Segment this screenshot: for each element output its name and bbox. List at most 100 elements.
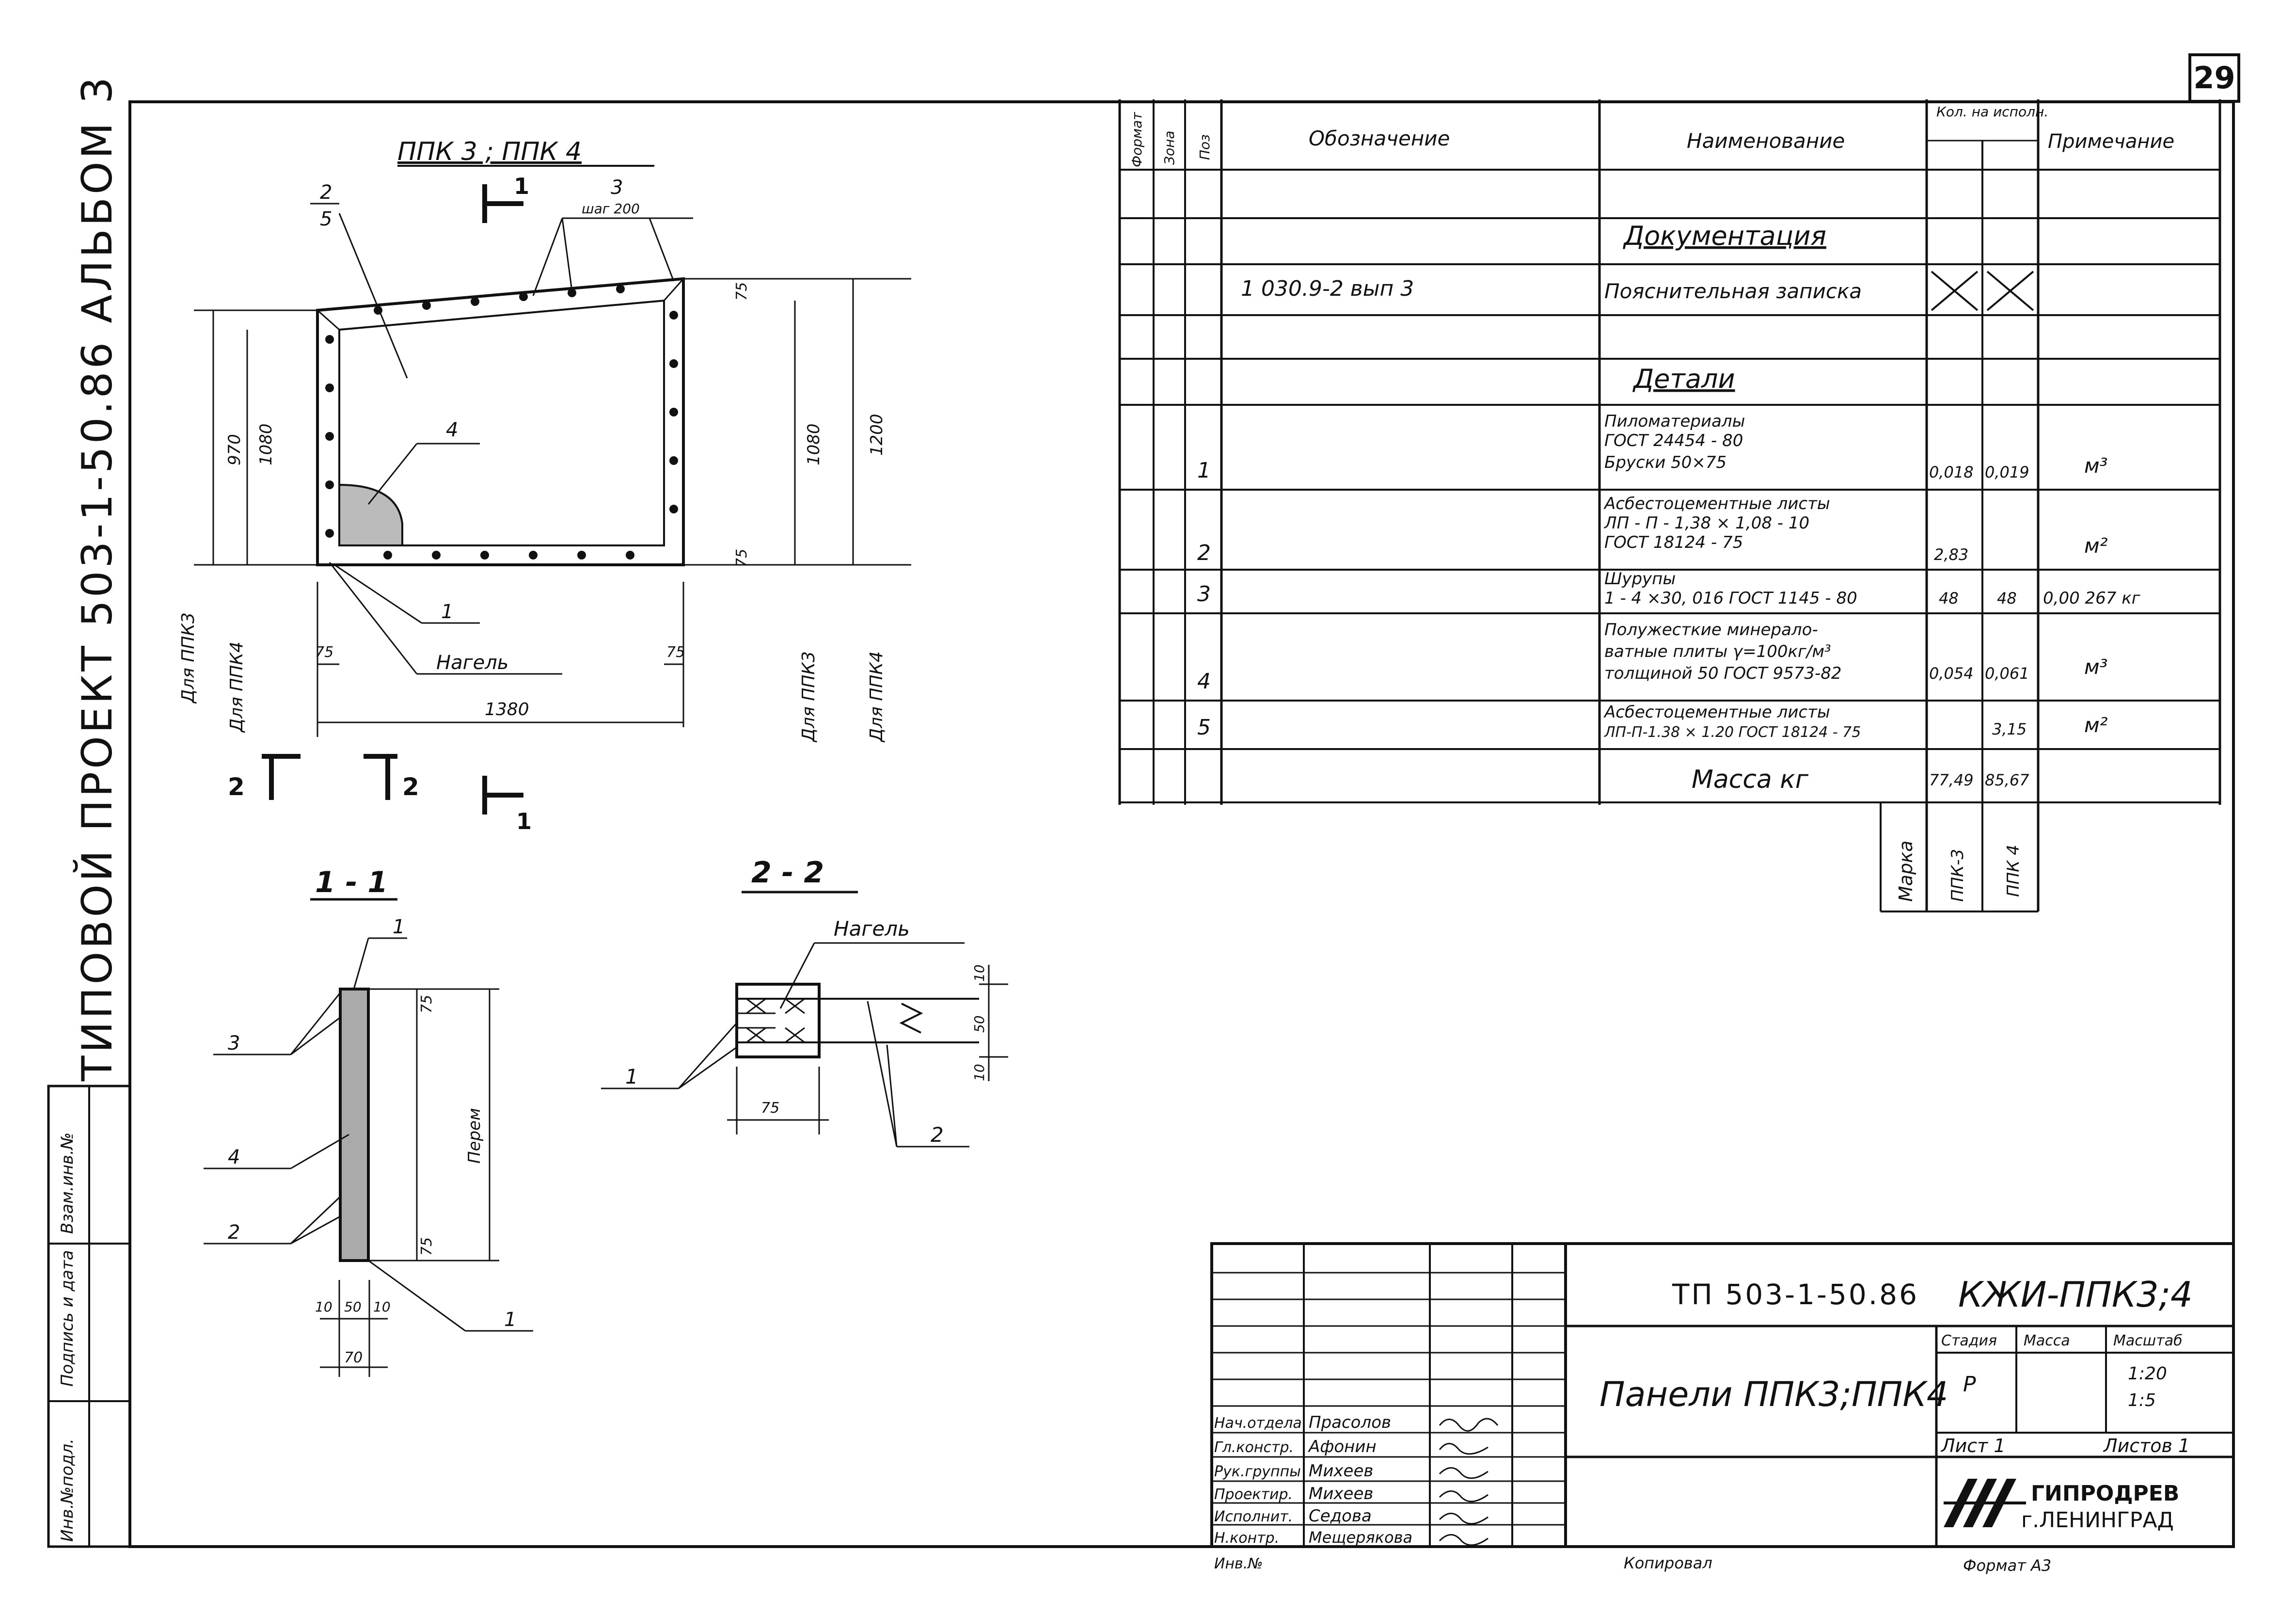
dim-970: 970 bbox=[225, 434, 244, 465]
org-logo bbox=[1944, 1479, 2026, 1527]
binding-replace: Взам.инв.№ bbox=[58, 1133, 77, 1234]
row1-name-1: ГОСТ 24454 - 80 bbox=[1604, 431, 1743, 450]
row1-name-2: Бруски 50×75 bbox=[1604, 453, 1726, 472]
tb-stage-label: Стадия bbox=[1941, 1332, 1997, 1349]
row2-name-1: ЛП - П - 1,38 × 1,08 - 10 bbox=[1603, 513, 1809, 533]
frame bbox=[128, 100, 2235, 1548]
section-2-2-title: 2 - 2 bbox=[751, 856, 824, 890]
footer-inv: Инв.№ bbox=[1214, 1555, 1263, 1572]
row4-pos: 4 bbox=[1197, 669, 1211, 694]
hdr-zone: Зона bbox=[1161, 130, 1177, 165]
s22-label-2: 2 bbox=[931, 1123, 944, 1147]
label-nagel: Нагель bbox=[436, 652, 508, 674]
row1-pos: 1 bbox=[1197, 458, 1211, 483]
mass-label: Масса кг bbox=[1692, 765, 1809, 794]
row5-name-1: ЛП-П-1.38 × 1.20 ГОСТ 18124 - 75 bbox=[1604, 724, 1861, 741]
binding-sign: Подпись и дата bbox=[58, 1250, 77, 1387]
person-2: Михеев bbox=[1309, 1461, 1373, 1481]
row5-note: м² bbox=[2084, 713, 2108, 737]
row3-name-1: 1 - 4 ×30, 016 ГОСТ 1145 - 80 bbox=[1604, 589, 1857, 608]
title-block: ТП 503-1-50.86 КЖИ-ППК3;4 Панели ППК3;ПП… bbox=[1210, 1242, 2235, 1548]
for-ppk3-left: Для ППК3 bbox=[178, 612, 198, 704]
tb-sheet: Лист 1 bbox=[1940, 1435, 2006, 1456]
doc-name: Пояснительная записка bbox=[1604, 279, 1862, 303]
for-ppk4-right: Для ППК4 bbox=[867, 651, 887, 743]
mass-q1: 77,49 bbox=[1929, 771, 1974, 789]
s22-dim-10-bot: 10 bbox=[971, 1064, 987, 1081]
row1-name-0: Пиломатериалы bbox=[1604, 412, 1745, 431]
s11-dim-10-right: 10 bbox=[373, 1299, 391, 1315]
section-1-1-title: 1 - 1 bbox=[315, 865, 388, 899]
org-line1: ГИПРОДРЕВ bbox=[2031, 1481, 2179, 1506]
s22-label-1: 1 bbox=[625, 1065, 638, 1088]
for-ppk4-left: Для ППК4 bbox=[227, 641, 247, 733]
row3-name-0: Шурупы bbox=[1604, 569, 1676, 589]
row3-pos: 3 bbox=[1197, 582, 1211, 607]
hdr-note: Примечание bbox=[2048, 130, 2174, 153]
dim-75-top: 75 bbox=[733, 282, 750, 301]
s11-dim-75-top: 75 bbox=[418, 995, 435, 1013]
row3-note: 0,00 267 кг bbox=[2043, 589, 2141, 608]
row5-name-0: Асбестоцементные листы bbox=[1603, 703, 1830, 722]
s11-label-1-top: 1 bbox=[393, 916, 405, 938]
row2-q1: 2,83 bbox=[1934, 545, 1968, 564]
row4-name-2: толщиной 50 ГОСТ 9573-82 bbox=[1604, 664, 1842, 683]
album-title: ТИПОВОЙ ПРОЕКТ 503-1-50.86 АЛЬБОМ 3 bbox=[73, 74, 122, 1082]
spec-table: Формат Зона Поз Обозначение Наименование… bbox=[1118, 99, 2221, 912]
row4-name-0: Полужесткие минерало- bbox=[1604, 620, 1818, 639]
hdr-pos: Поз bbox=[1197, 134, 1213, 160]
tb-code: ТП 503-1-50.86 bbox=[1672, 1278, 1919, 1311]
person-3: Михеев bbox=[1309, 1484, 1373, 1503]
tb-scale-label: Масштаб bbox=[2113, 1332, 2183, 1349]
hdr-format: Формат bbox=[1129, 112, 1145, 167]
dim-1200: 1200 bbox=[867, 414, 887, 456]
row2-name-2: ГОСТ 18124 - 75 bbox=[1604, 533, 1743, 552]
tb-stage: Р bbox=[1963, 1372, 1976, 1397]
org-line2: г.ЛЕНИНГРАД bbox=[2021, 1508, 2174, 1533]
plan-title: ППК 3 ; ППК 4 bbox=[397, 137, 582, 166]
section-mark-2-left: 2 bbox=[228, 773, 245, 801]
footer-copied: Копировал bbox=[1624, 1554, 1712, 1572]
dim-1380: 1380 bbox=[485, 700, 529, 719]
s11-dim-70: 70 bbox=[344, 1349, 363, 1366]
s11-dim-75-bot: 75 bbox=[418, 1237, 435, 1256]
s11-dim-50: 50 bbox=[344, 1299, 362, 1315]
person-0: Прасолов bbox=[1309, 1413, 1391, 1432]
label-pos-2: 2 bbox=[320, 181, 332, 204]
dim-75-left: 75 bbox=[315, 644, 333, 661]
row5-q2: 3,15 bbox=[1992, 720, 2027, 738]
dim-1080-left: 1080 bbox=[256, 423, 276, 465]
section-mark-2-right: 2 bbox=[402, 773, 419, 801]
s11-perem: Перем bbox=[465, 1108, 484, 1164]
row1-q1: 0,018 bbox=[1929, 463, 1974, 481]
marka-q2: ППК 4 bbox=[2004, 845, 2023, 897]
s22-label-nagel: Нагель bbox=[834, 917, 910, 941]
s11-label-1-bot: 1 bbox=[504, 1309, 516, 1331]
hdr-qty: Кол. на исполн. bbox=[1936, 104, 2048, 120]
s11-label-2: 2 bbox=[228, 1221, 240, 1244]
s22-dim-75: 75 bbox=[761, 1100, 779, 1117]
row4-q2: 0,061 bbox=[1985, 664, 2029, 683]
person-5: Мещерякова bbox=[1309, 1528, 1412, 1547]
section-docs: Документация bbox=[1623, 221, 1826, 251]
role-2: Рук.группы bbox=[1214, 1463, 1301, 1480]
s11-dim-10-left: 10 bbox=[315, 1299, 333, 1315]
label-step: шаг 200 bbox=[582, 201, 640, 217]
row1-note: м³ bbox=[2084, 454, 2108, 478]
hdr-name: Наименование bbox=[1687, 129, 1845, 153]
row3-q1: 48 bbox=[1939, 589, 1959, 607]
row4-note: м³ bbox=[2084, 655, 2108, 679]
tb-scale2: 1:5 bbox=[2128, 1390, 2156, 1410]
row2-pos: 2 bbox=[1197, 541, 1211, 565]
dim-75-bottom: 75 bbox=[733, 549, 750, 567]
insulation-patch bbox=[338, 483, 403, 546]
section-1-1: 1 - 1 75 75 Перем 10 50 10 70 1 3 4 2 1 bbox=[204, 865, 533, 1377]
label-pos-3: 3 bbox=[611, 176, 623, 199]
role-1: Гл.констр. bbox=[1214, 1439, 1294, 1456]
row2-note: м² bbox=[2084, 534, 2108, 558]
person-1: Афонин bbox=[1308, 1437, 1377, 1456]
marka-label: Марка bbox=[1895, 841, 1916, 902]
row4-q1: 0,054 bbox=[1929, 664, 1974, 683]
row4-name-1: ватные плиты γ=100кг/м³ bbox=[1604, 642, 1831, 661]
tb-mass-label: Масса bbox=[2024, 1332, 2070, 1349]
